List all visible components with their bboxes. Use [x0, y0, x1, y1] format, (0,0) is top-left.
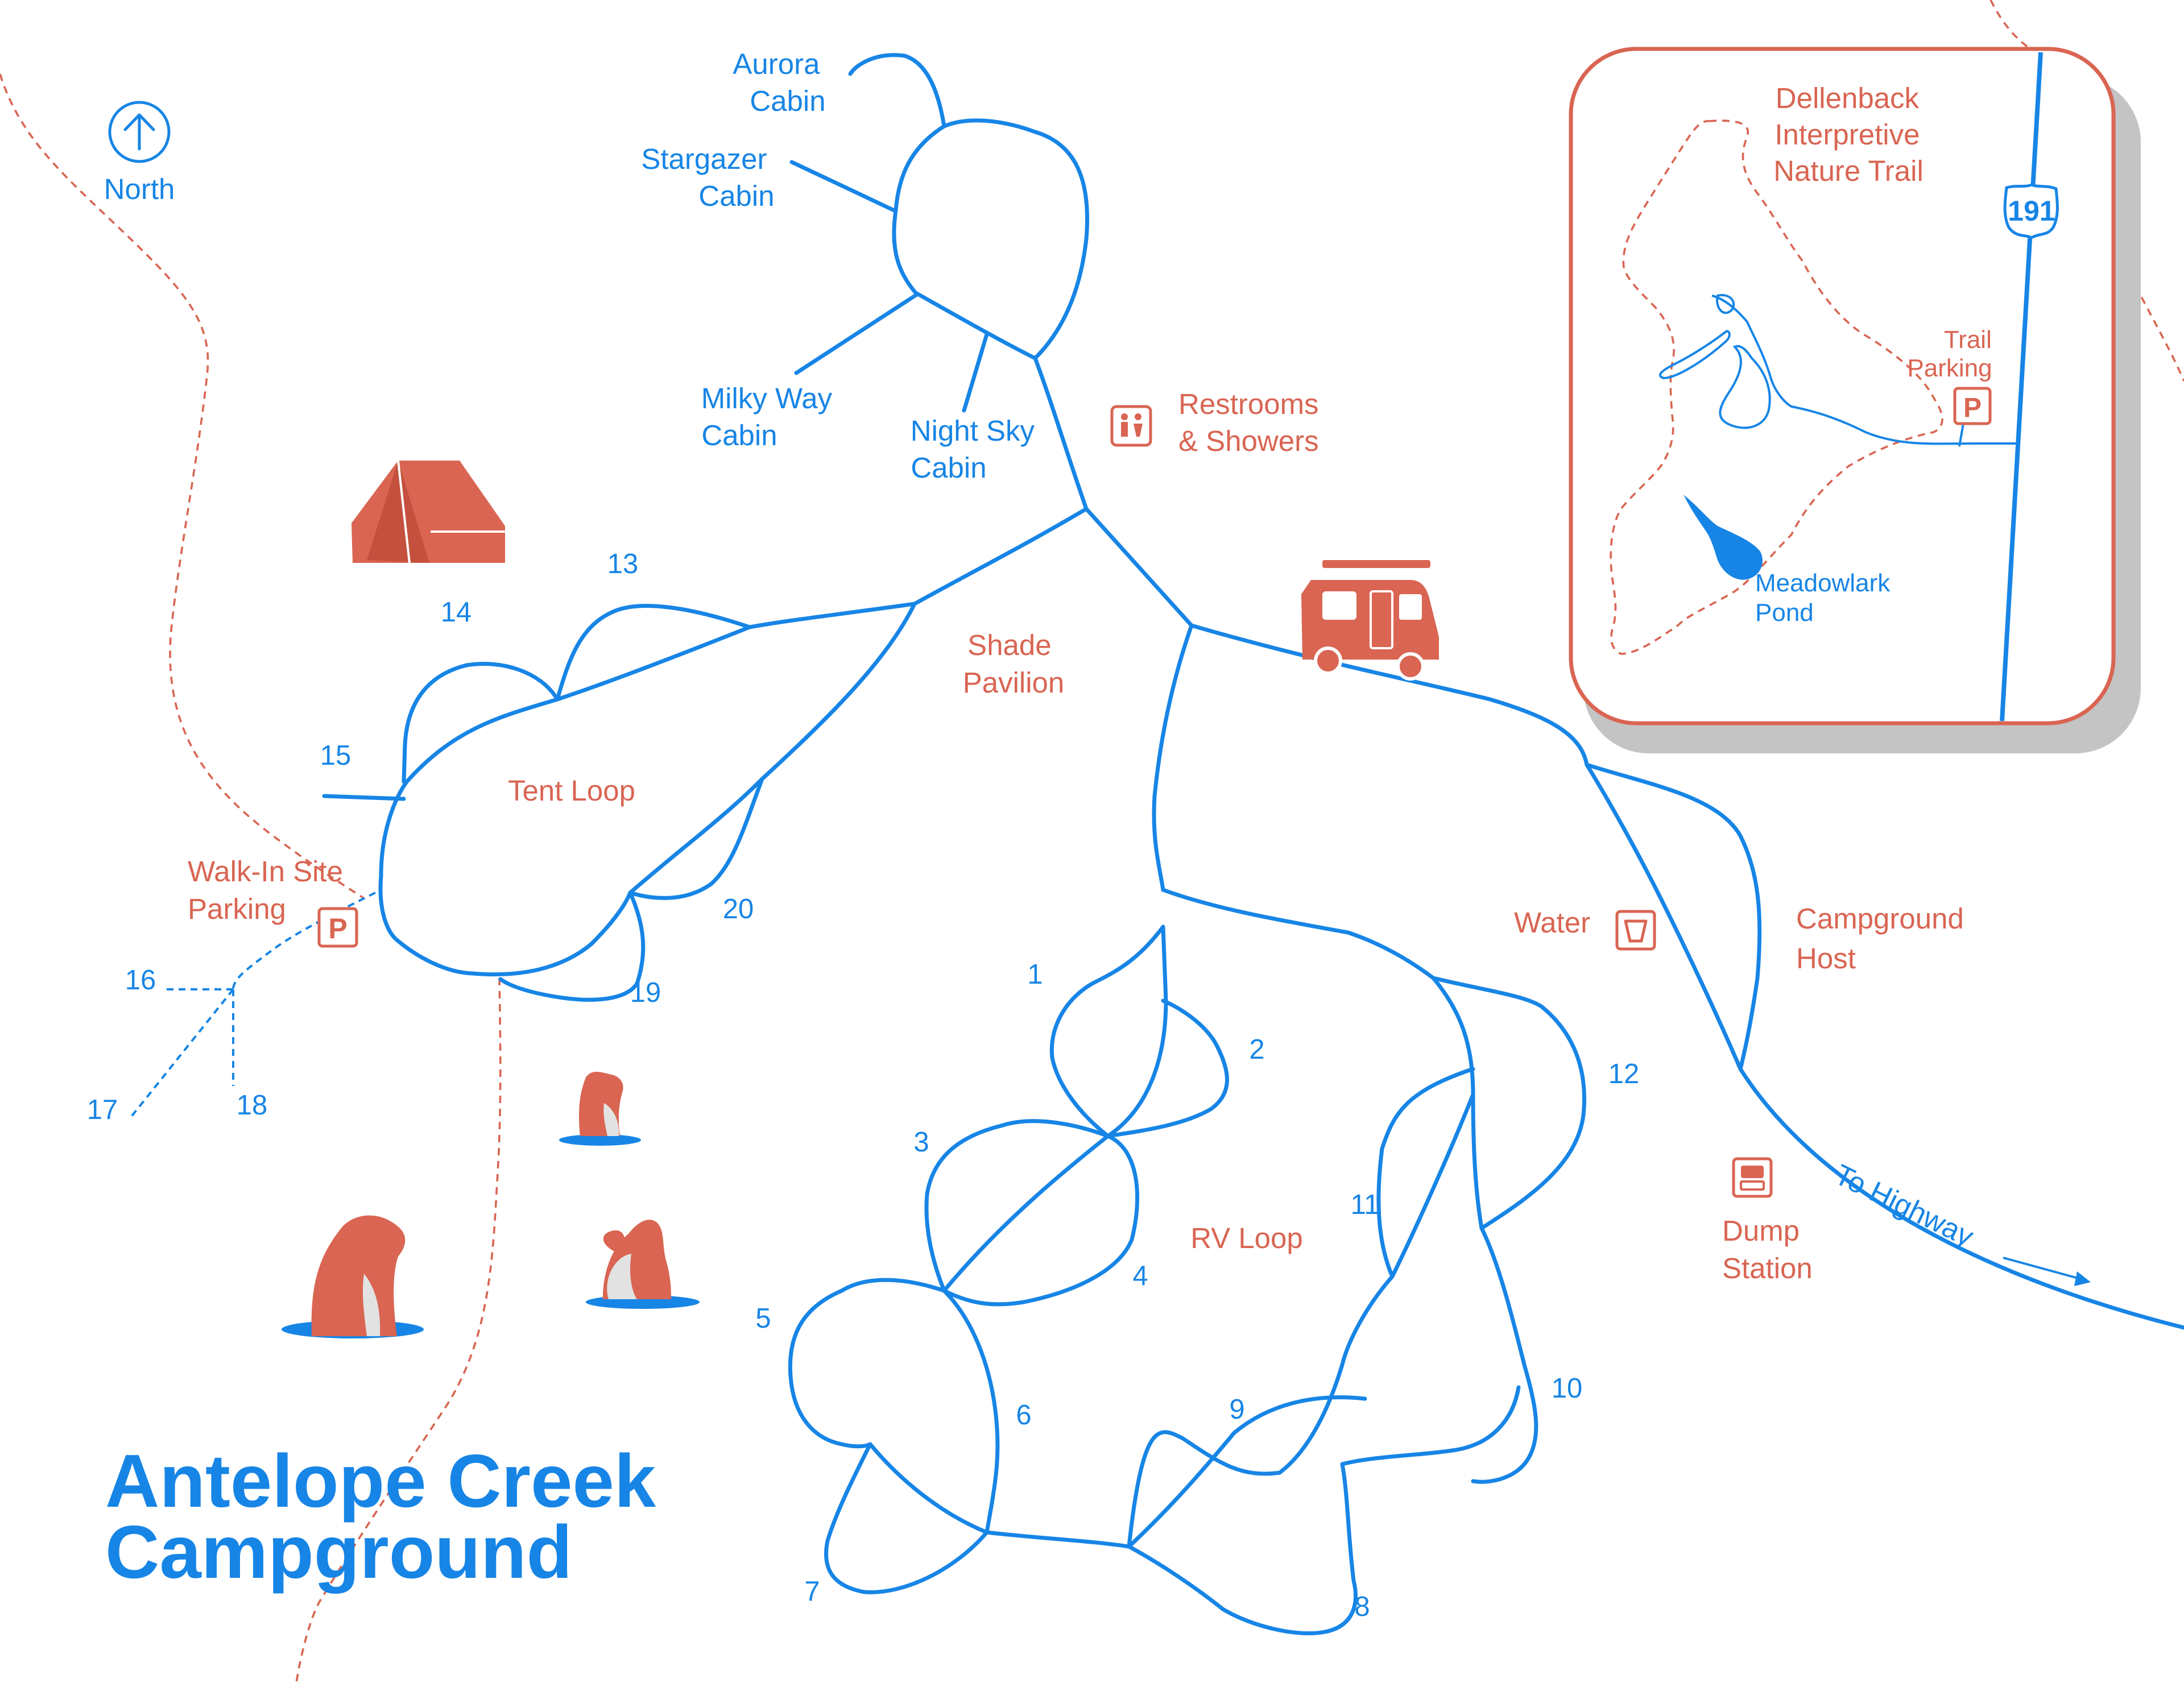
site-16[interactable]: 16 — [125, 965, 156, 996]
milky-way-cabin-label[interactable]: Milky Way Cabin — [701, 382, 841, 451]
site-3[interactable]: 3 — [913, 1127, 929, 1158]
north-arrow-icon — [108, 101, 171, 163]
site-6[interactable]: 6 — [1016, 1400, 1031, 1431]
trail-parking-icon[interactable]: P — [1953, 387, 1992, 425]
site-10[interactable]: 10 — [1552, 1373, 1583, 1404]
main-road-to-highway — [1189, 623, 2184, 1330]
inset-map: 191 P Trail Parking Dellenback Interpret… — [1569, 47, 2141, 753]
rv-van-icon — [1301, 560, 1439, 681]
walk-in-parking-icon[interactable]: P — [317, 907, 358, 948]
site-17[interactable]: 17 — [87, 1095, 118, 1125]
north-compass[interactable]: North — [104, 101, 175, 205]
title-line-2: Campground — [105, 1510, 572, 1594]
site-11[interactable]: 11 — [1351, 1189, 1380, 1220]
site-20[interactable]: 20 — [723, 894, 754, 925]
site-19[interactable]: 19 — [630, 977, 661, 1008]
site-15-spur — [322, 794, 406, 801]
aurora-cabin-label[interactable]: Aurora Cabin — [733, 48, 828, 117]
stargazer-cabin-spur — [789, 160, 896, 213]
cabin-labels: Aurora Cabin Stargazer Cabin Milky Way C… — [641, 48, 1043, 484]
tent-loop-label[interactable]: Tent Loop — [508, 774, 635, 807]
pond-label[interactable]: Meadowlark Pond — [1755, 569, 1897, 627]
trail-parking-label[interactable]: Trail Parking — [1907, 326, 1999, 382]
highway-number: 191 — [2008, 195, 2055, 227]
to-highway-arrow-icon — [2003, 1257, 2091, 1286]
site-1[interactable]: 1 — [1027, 959, 1043, 990]
campground-host-label[interactable]: Campground Host — [1796, 902, 1972, 975]
dump-station-icon[interactable] — [1732, 1157, 1773, 1198]
pond-icon — [1684, 495, 1763, 580]
site-7[interactable]: 7 — [804, 1576, 820, 1607]
dump-station-label[interactable]: Dump Station — [1722, 1215, 1813, 1284]
inset-frame — [1569, 47, 2116, 726]
milky-way-cabin-spur — [794, 292, 919, 375]
prairie-dog-icon — [282, 1215, 424, 1338]
site-4[interactable]: 4 — [1132, 1261, 1148, 1291]
prairie-dog-icon — [559, 1072, 641, 1146]
walk-in-trails — [130, 892, 376, 1118]
tent-icon — [351, 460, 505, 563]
highway-shield-icon: 191 — [2003, 183, 2059, 239]
road-network — [322, 53, 2184, 1636]
water-label[interactable]: Water — [1514, 906, 1590, 939]
restrooms-label[interactable]: Restrooms & Showers — [1178, 388, 1327, 457]
shade-pavilion-label[interactable]: Shade Pavilion — [963, 629, 1065, 699]
site-5[interactable]: 5 — [755, 1303, 771, 1334]
rv-loop-label[interactable]: RV Loop — [1190, 1222, 1303, 1254]
site-12[interactable]: 12 — [1608, 1059, 1640, 1089]
parking-symbol: P — [328, 913, 347, 944]
to-highway-label[interactable]: To Highway — [1830, 1158, 1979, 1253]
site-2[interactable]: 2 — [1249, 1034, 1264, 1065]
water-cup-icon[interactable] — [1615, 910, 1656, 951]
night-sky-cabin-spur — [962, 332, 989, 413]
stargazer-cabin-label[interactable]: Stargazer Cabin — [641, 143, 775, 212]
site-8[interactable]: 8 — [1354, 1591, 1370, 1622]
site-18[interactable]: 18 — [237, 1090, 268, 1121]
prairie-dog-icon — [586, 1220, 700, 1309]
restroom-icon[interactable] — [1110, 405, 1152, 447]
walk-in-parking-label[interactable]: Walk-In Site Parking — [188, 855, 351, 925]
site-numbers: 1 2 3 4 5 6 7 8 9 10 11 12 13 14 15 16 1… — [87, 549, 1640, 1622]
nature-trail-label[interactable]: Dellenback Interpretive Nature Trail — [1773, 82, 1927, 187]
site-15[interactable]: 15 — [320, 740, 351, 771]
site-9[interactable]: 9 — [1229, 1394, 1244, 1425]
north-label: North — [104, 173, 175, 205]
aurora-cabin-spur — [848, 53, 946, 129]
inset-parking-symbol: P — [1963, 393, 1982, 423]
site-13[interactable]: 13 — [607, 549, 639, 579]
site-14[interactable]: 14 — [441, 597, 472, 628]
highway-191-line — [2000, 52, 2043, 722]
map-title: Antelope Creek Campground — [105, 1439, 656, 1594]
title-line-1: Antelope Creek — [105, 1439, 656, 1523]
night-sky-cabin-label[interactable]: Night Sky Cabin — [911, 415, 1043, 484]
